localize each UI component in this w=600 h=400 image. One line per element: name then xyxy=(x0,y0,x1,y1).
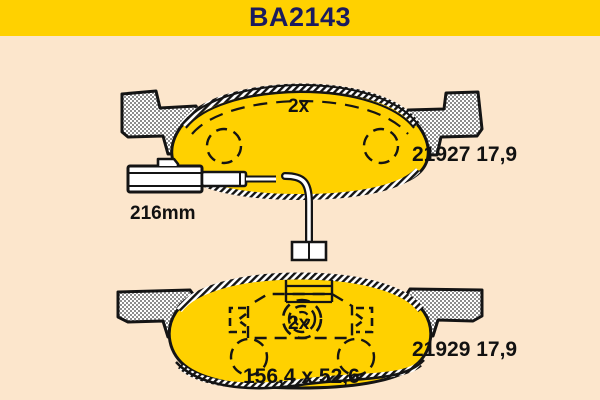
bottom-pad-quantity-label: 2x xyxy=(288,313,310,334)
page-title: BA2143 xyxy=(248,2,352,32)
sensor-cable-elbow-core xyxy=(283,174,311,252)
top-pad-part-number-label: 21927 17,9 xyxy=(412,143,518,166)
top-pad-plate-edge xyxy=(180,83,420,128)
bottom-pad-sensor-ring-outer xyxy=(281,298,323,340)
top-pad-plate-edge-outline-upper xyxy=(180,83,420,127)
bottom-pad-bracket-right xyxy=(355,306,374,334)
bottom-brake-pad xyxy=(116,272,484,390)
bottom-pad-sensor-ring-mid xyxy=(287,304,317,334)
sensor-connector-body xyxy=(126,164,204,194)
sensor-cable-length-label: 216mm xyxy=(130,203,196,224)
brake-pad-drawing xyxy=(116,83,484,390)
top-pad-inner-dashed-contour xyxy=(191,99,409,135)
top-pad-pin-hole-left xyxy=(205,127,243,165)
top-pad-pin-hole-right xyxy=(362,127,400,165)
bottom-pad-sensor-ring-inner xyxy=(293,310,311,328)
header-bar xyxy=(0,0,600,36)
bottom-pad-bracket-left xyxy=(228,306,247,334)
bottom-pad-bottom-outline xyxy=(175,359,425,390)
top-brake-pad xyxy=(120,83,484,201)
top-pad-quantity-label: 2x xyxy=(288,96,310,117)
sensor-connector-latch xyxy=(156,157,180,166)
bottom-pad-pin-hole-left xyxy=(229,337,269,377)
bottom-pad-pin-hole-right xyxy=(336,337,376,377)
top-pad-plate-edge-outline-lower xyxy=(185,90,415,129)
bottom-pad-sensor-seat xyxy=(246,292,354,340)
bottom-pad-part-number-label: 21929 17,9 xyxy=(412,338,518,361)
wear-sensor-assembly xyxy=(126,157,328,262)
pad-dimensions-label: 156,4 x 52,6 xyxy=(243,365,360,388)
bottom-pad-plate-edge xyxy=(176,272,424,313)
